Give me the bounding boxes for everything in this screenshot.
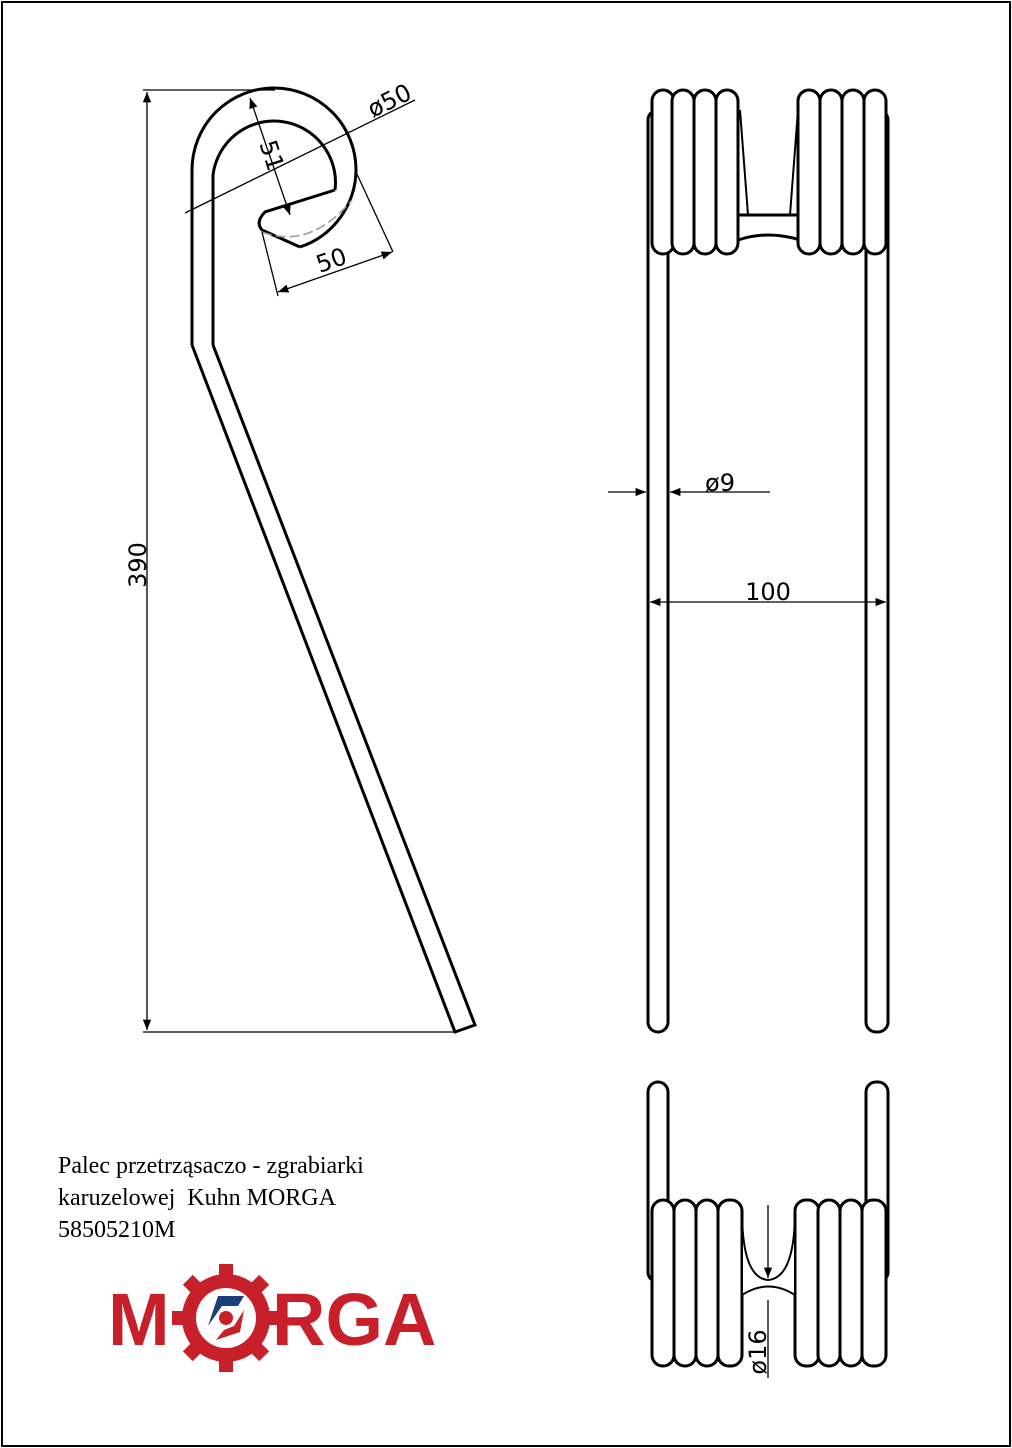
front-view-dimensions — [608, 487, 886, 1378]
tine-leg — [190, 344, 477, 1034]
dim-total-height: 390 — [124, 542, 152, 588]
dim-coil-diameter: ø16 — [744, 1329, 772, 1374]
dim-wire-diameter: ø9 — [705, 469, 735, 497]
dim-hook-diameter: ø50 — [363, 78, 416, 123]
part-description: Palec przetrząsaczo - zgrabiarki karuzel… — [58, 1150, 364, 1246]
bottom-view — [646, 1080, 890, 1368]
description-line-1: Palec przetrząsaczo - zgrabiarki — [58, 1153, 364, 1179]
logo-letters-rga: RGA — [272, 1278, 436, 1361]
front-view — [646, 88, 890, 1034]
description-line-2: karuzelowej Kuhn MORGA — [58, 1185, 336, 1211]
dim-hook-width: 50 — [312, 242, 350, 278]
side-view — [190, 86, 477, 1034]
dim-tine-spacing: 100 — [745, 578, 791, 606]
coil-bridge — [736, 213, 802, 243]
hook-end — [257, 188, 336, 249]
dim-hook-height: 51 — [254, 137, 290, 175]
morga-logo: M RGA — [108, 1264, 436, 1372]
logo-gear-icon — [172, 1264, 280, 1372]
tine-outer-edge — [190, 86, 358, 345]
hidden-line — [261, 199, 353, 238]
side-view-dimensions — [142, 89, 455, 1033]
logo-letter-m: M — [108, 1278, 170, 1361]
part-number: 58505210M — [58, 1217, 176, 1243]
